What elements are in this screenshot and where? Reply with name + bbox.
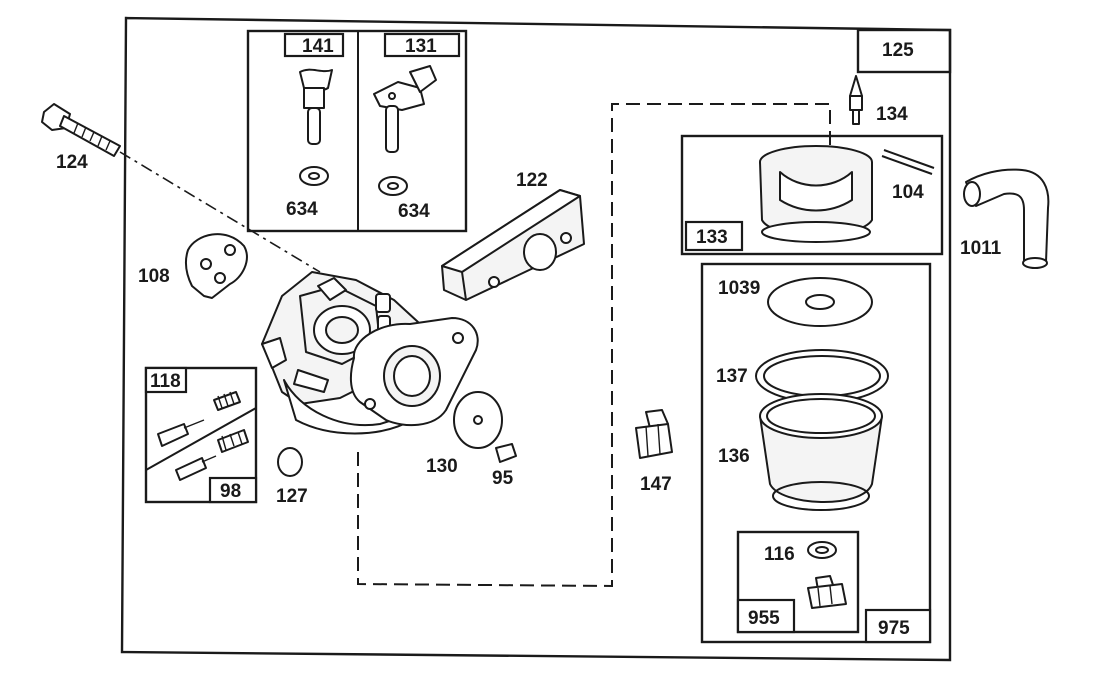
- callout-136: 136: [718, 446, 750, 467]
- callout-1011: 1011: [960, 238, 1002, 259]
- inset-133: 133 104: [680, 134, 944, 256]
- callout-130: 130: [426, 456, 458, 477]
- gasket-130: [453, 391, 503, 449]
- hose-1011: [963, 168, 1050, 269]
- callout-133: 133: [696, 227, 728, 248]
- tab-131: [383, 32, 461, 58]
- inset-box-955: [736, 530, 860, 634]
- inset-118-98: 118 98: [144, 366, 258, 504]
- inset-box-975: [700, 262, 932, 644]
- callout-118: 118: [150, 371, 181, 392]
- plug-127: [277, 447, 303, 477]
- tab-118: [144, 366, 188, 394]
- pin-104: [883, 149, 935, 169]
- inset-955: 955 116: [736, 530, 860, 634]
- inset-divider-118: [145, 407, 257, 471]
- tab-133: [684, 220, 744, 252]
- inset-box-133: [680, 134, 944, 256]
- callout-116: 116: [764, 544, 795, 565]
- washer-1039: [767, 277, 873, 327]
- tab-975: [864, 608, 932, 644]
- assembly-dashed-outline: [357, 103, 831, 588]
- callout-95: 95: [492, 468, 514, 489]
- callout-127: 127: [276, 486, 308, 507]
- callout-108: 108: [138, 266, 170, 287]
- gasket-ring-137: [755, 349, 889, 403]
- callout-131: 131: [405, 36, 437, 57]
- callout-634-right: 634: [398, 201, 430, 222]
- bolt-axis-line: [119, 151, 321, 273]
- throttle-shaft-part: [373, 65, 437, 196]
- screw-95: [495, 443, 517, 463]
- callout-98: 98: [220, 481, 241, 502]
- callout-124: 124: [56, 152, 88, 173]
- diagram-frame: [120, 16, 952, 662]
- callout-1039: 1039: [718, 278, 760, 299]
- callout-122: 122: [516, 170, 548, 191]
- callout-147: 147: [640, 474, 672, 495]
- inset-975: 975 1039 137 136 955 116: [700, 262, 932, 644]
- callout-137: 137: [716, 366, 748, 387]
- spacer-122: [441, 189, 585, 301]
- inset-141-131: 141 131 634 634: [246, 29, 468, 233]
- callout-975: 975: [878, 618, 910, 639]
- tab-98: [208, 476, 258, 504]
- needle-134: [849, 75, 863, 125]
- choke-shaft-part: [299, 68, 333, 186]
- callout-141: 141: [302, 36, 334, 57]
- tab-125: [856, 28, 952, 74]
- bowl-136: [759, 393, 883, 511]
- callout-634-left: 634: [286, 199, 318, 220]
- callout-125: 125: [882, 40, 914, 61]
- bolt-124: [41, 103, 121, 157]
- bolt-955: [807, 575, 847, 609]
- inset-box-118: [144, 366, 258, 504]
- carburetor-body: [261, 271, 479, 435]
- tab-141: [283, 32, 345, 58]
- callout-955: 955: [748, 608, 780, 629]
- callout-104: 104: [892, 182, 924, 203]
- fitting-147: [635, 409, 673, 459]
- callout-134: 134: [876, 104, 908, 125]
- gasket-108: [184, 233, 248, 299]
- float-133: [759, 145, 873, 243]
- tab-955: [736, 598, 796, 634]
